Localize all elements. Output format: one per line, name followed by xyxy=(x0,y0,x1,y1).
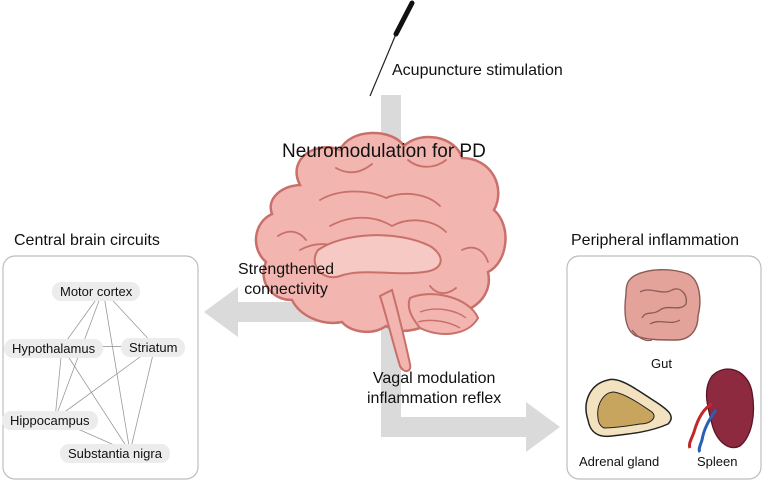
organ-label-gut: Gut xyxy=(651,356,672,371)
adrenal-gland-icon xyxy=(585,378,672,438)
spleen-icon xyxy=(688,368,755,454)
organ-label-adrenal-gland: Adrenal gland xyxy=(579,454,660,469)
arrow-left-label-line2: connectivity xyxy=(244,281,328,298)
right-arrow-shaft xyxy=(381,417,531,437)
left-arrow-head xyxy=(204,287,238,337)
node-hypothalamus: Hypothalamus xyxy=(4,339,104,358)
brain-icon xyxy=(254,131,507,372)
arrow-left-label: Strengthened connectivity xyxy=(238,260,334,300)
peripheral-panel-title: Peripheral inflammation xyxy=(571,232,740,249)
node-substantia-nigra: Substantia nigra xyxy=(60,444,170,463)
gut-icon xyxy=(624,269,701,342)
arrow-right-label-line2: inflammation reflex xyxy=(367,390,502,407)
arrow-right-label: Vagal modulation inflammation reflex xyxy=(367,369,501,409)
arrow-left-label-line1: Strengthened xyxy=(238,261,335,278)
central-panel-title: Central brain circuits xyxy=(14,232,160,249)
node-striatum: Striatum xyxy=(121,338,186,357)
main-title: Neuromodulation for PD xyxy=(282,141,486,162)
arrow-right-label-line1: Vagal modulation xyxy=(372,370,496,387)
acupuncture-needle-icon xyxy=(369,0,415,97)
organ-label-spleen: Spleen xyxy=(697,454,738,469)
acupuncture-label: Acupuncture stimulation xyxy=(392,62,563,79)
node-hippocampus: Hippocampus xyxy=(2,411,98,430)
right-arrow-head xyxy=(526,402,560,452)
node-motor-cortex: Motor cortex xyxy=(52,282,141,301)
